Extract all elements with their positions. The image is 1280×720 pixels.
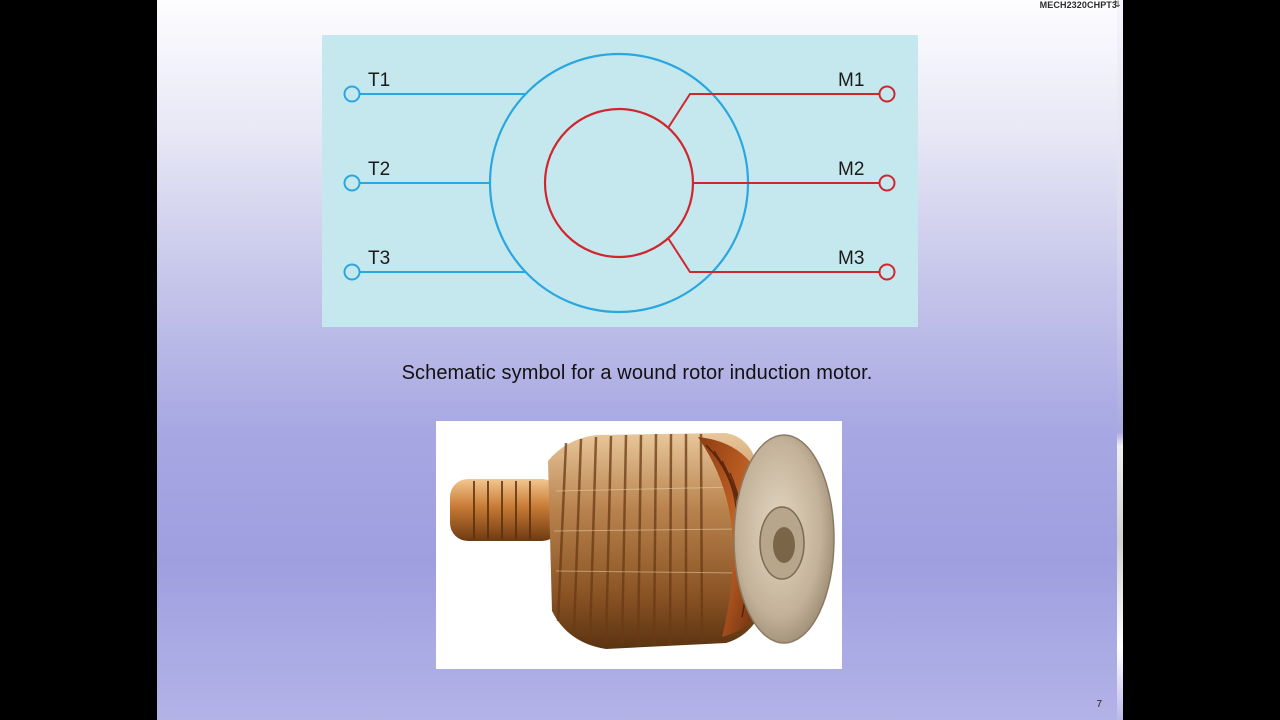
rotor-circle	[543, 107, 695, 259]
label-m3: M3	[838, 248, 864, 269]
schematic-svg: T1 T2 T3 M1 M2 M3	[343, 52, 896, 314]
adjacent-slide-edge	[1117, 0, 1123, 720]
rotor-lead-m1	[667, 93, 880, 129]
terminal-t2-circle	[343, 174, 361, 192]
page-number: 7	[1096, 699, 1102, 710]
label-m1: M1	[838, 70, 864, 91]
slide: MECH2320CHPT3	[157, 0, 1117, 720]
slip-ring-shaft	[450, 479, 560, 541]
link-icon[interactable]: ⇅	[1113, 0, 1121, 10]
wound-rotor-armature-image	[450, 433, 835, 649]
shaft-bore	[773, 527, 795, 563]
terminal-m1-circle	[878, 85, 896, 103]
rotor-lead-m3	[667, 237, 880, 273]
label-m2: M2	[838, 159, 864, 180]
motor-schematic-diagram: T1 T2 T3 M1 M2 M3	[322, 35, 918, 327]
terminal-t3-circle	[343, 263, 361, 281]
slide-header-code: MECH2320CHPT3	[1039, 0, 1117, 10]
label-t3: T3	[368, 248, 390, 269]
terminal-m3-circle	[878, 263, 896, 281]
terminal-t1-circle	[343, 85, 361, 103]
terminal-m2-circle	[878, 174, 896, 192]
slide-caption: Schematic symbol for a wound rotor induc…	[401, 362, 873, 384]
rotor-photo	[436, 421, 842, 669]
laminated-core	[548, 433, 766, 649]
label-t1: T1	[368, 70, 390, 91]
label-t2: T2	[368, 159, 390, 180]
